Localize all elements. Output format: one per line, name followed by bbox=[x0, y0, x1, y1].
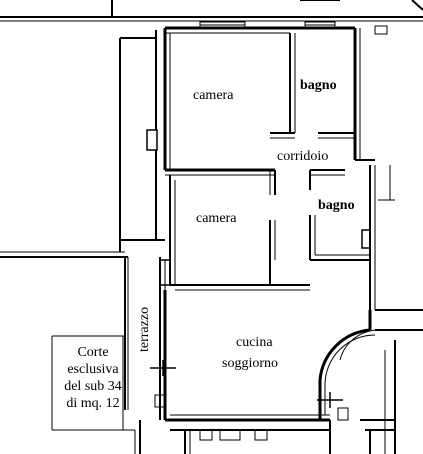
left-neighbor-wall bbox=[119, 30, 165, 252]
camera-mid-walls bbox=[159, 175, 310, 291]
soggiorno-walls bbox=[163, 290, 376, 422]
room-label-terrazzo: terrazzo bbox=[137, 306, 152, 352]
room-label-camera-mid: camera bbox=[196, 211, 237, 226]
room-label-bagno-mid: bagno bbox=[318, 198, 355, 213]
room-label-camera-top: camera bbox=[193, 88, 234, 103]
door-marks bbox=[150, 360, 343, 408]
top-windows bbox=[199, 21, 388, 35]
room-label-corridoio: corridoio bbox=[277, 149, 329, 164]
bottom-walls bbox=[134, 420, 331, 454]
room-label-cucina: cucina bbox=[236, 335, 273, 350]
corte-line-3: del sub 34 bbox=[64, 379, 122, 394]
corte-line-2: esclusiva bbox=[67, 362, 119, 377]
room-label-soggiorno: soggiorno bbox=[222, 356, 278, 371]
outer-walls bbox=[0, 0, 423, 258]
room-label-bagno-top: bagno bbox=[300, 78, 337, 93]
corte-label: Corte esclusiva del sub 34 di mq. 12 bbox=[56, 344, 130, 412]
bagno-top-walls bbox=[270, 33, 355, 139]
corte-line-4: di mq. 12 bbox=[66, 396, 120, 411]
right-walls bbox=[269, 159, 395, 310]
right-neighbor bbox=[337, 309, 423, 454]
corte-line-1: Corte bbox=[77, 345, 109, 360]
corte-border bbox=[51, 335, 135, 431]
